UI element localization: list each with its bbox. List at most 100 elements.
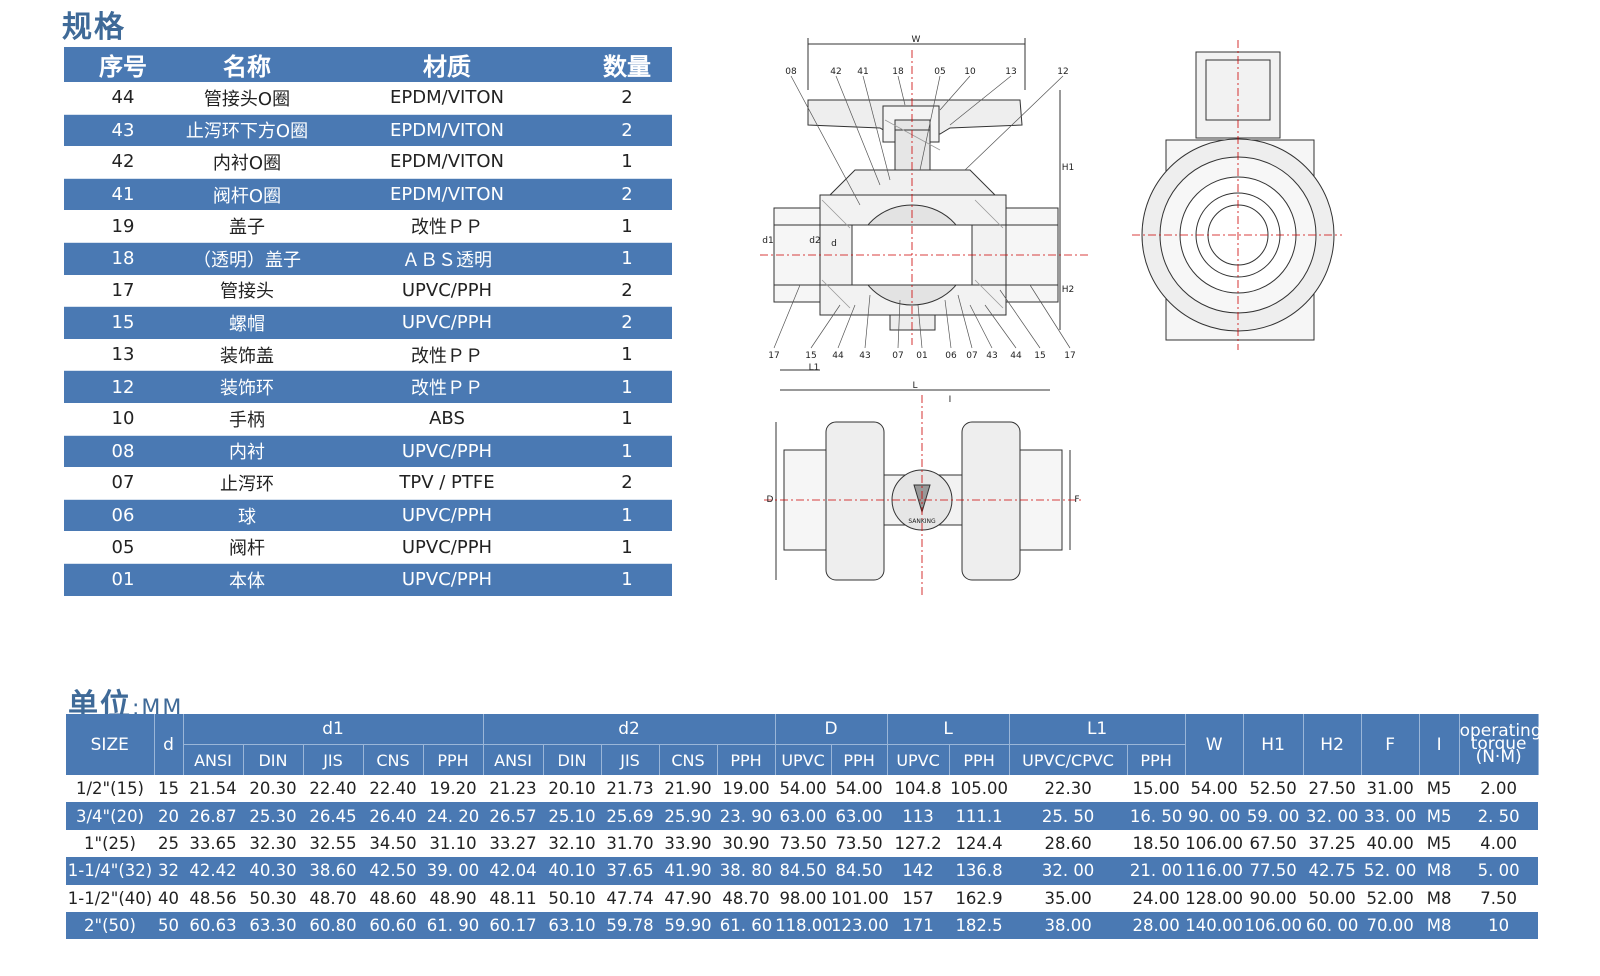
dim-value-cell: 10 [1459, 911, 1539, 940]
D-upvc-header: UPVC [775, 744, 832, 775]
dim-value-cell: 59.78 [601, 911, 660, 940]
dim-value-cell: 25. 50 [1009, 802, 1128, 830]
dim-value-cell: 19.00 [722, 779, 770, 799]
dim-value-cell: 22.30 [1044, 779, 1092, 799]
dim-value-cell: 84.50 [775, 857, 832, 885]
dim-value-cell: 111.1 [949, 802, 1010, 830]
part-no-cell: 41 [64, 178, 182, 211]
ball-valve-top-drawing: D F I SANKING [764, 395, 1084, 595]
dim-value-cell: 32. 00 [1303, 802, 1362, 830]
dim-value-cell: 42.75 [1303, 857, 1362, 885]
dim-value-cell: 59.90 [659, 911, 718, 940]
dim-value-cell: 22.40 [309, 779, 357, 799]
dim-value-cell: 77.50 [1243, 857, 1304, 885]
part-name-cell: 盖子 [182, 210, 312, 243]
dim-value-cell: 42.42 [183, 857, 243, 885]
size-header: SIZE [66, 714, 155, 775]
dim-value-cell: 182.5 [949, 911, 1010, 940]
dim-value-cell: 50.00 [1308, 888, 1356, 908]
dim-d-label: d [831, 239, 837, 249]
d1-cns-header: CNS [363, 744, 424, 775]
dim-value-cell: 5. 00 [1459, 857, 1539, 885]
dim-value-cell: 63.00 [775, 802, 832, 830]
callout-label: 06 [945, 351, 957, 361]
part-material-cell: UPVC/PPH [312, 531, 582, 564]
dim-value-cell: M5 [1426, 779, 1452, 799]
dim-value-cell: 48.56 [189, 888, 237, 908]
dim-value-cell: 39. 00 [423, 857, 484, 885]
D-pph-header: PPH [831, 744, 888, 775]
part-qty-cell: 2 [582, 274, 672, 308]
dim-value-cell: 23. 90 [717, 802, 776, 830]
H1-header: H1 [1243, 714, 1304, 775]
dim-value-cell: 98.00 [779, 888, 827, 908]
dim-value-cell: 21.23 [489, 779, 537, 799]
part-no-cell: 12 [64, 370, 182, 403]
dim-value-cell: 59. 00 [1243, 802, 1304, 830]
dim-value-cell: 25.69 [601, 802, 660, 830]
part-no-cell: 05 [64, 531, 182, 564]
part-material-cell: EPDM/VITON [312, 82, 582, 115]
dim-value-cell: 54.00 [779, 779, 827, 799]
dim-value-cell: M8 [1419, 857, 1460, 885]
dim-value-cell: 123.00 [831, 911, 889, 940]
dim-value-cell: 33.65 [189, 833, 237, 853]
callout-label: 07 [966, 351, 977, 361]
d-header: d [154, 714, 184, 775]
size-cell: 1-1/2"(40) [67, 888, 153, 908]
part-qty-cell: 1 [582, 338, 672, 372]
dim-value-cell: 2.00 [1480, 779, 1517, 799]
dim-value-cell: 4.00 [1480, 833, 1517, 853]
dim-value-cell: 52. 00 [1361, 857, 1420, 885]
L1-pph-header: PPH [1127, 744, 1186, 775]
callout-label: 01 [916, 351, 927, 361]
F-header: F [1361, 714, 1420, 775]
callout-label: 12 [1057, 67, 1068, 77]
dim-value-cell: 48.11 [489, 888, 537, 908]
dim-value-cell: 32.30 [249, 833, 297, 853]
dim-value-cell: 35.00 [1044, 888, 1092, 908]
dim-value-cell: 21.54 [189, 779, 237, 799]
dim-l1-label: L1 [809, 363, 820, 373]
dim-value-cell: 31.10 [429, 833, 477, 853]
dim-value-cell: 70.00 [1361, 911, 1420, 940]
dim-value-cell: 30.90 [722, 833, 770, 853]
part-no-cell: 18 [64, 242, 182, 275]
d2-jis-header: JIS [601, 744, 660, 775]
part-name-cell: 阀杆 [182, 531, 312, 564]
dim-value-cell: 26.45 [303, 802, 363, 830]
part-material-cell: 改性ＰＰ [312, 210, 582, 243]
part-material-cell: UPVC/PPH [312, 499, 582, 532]
dim-value-cell: 60.80 [303, 911, 363, 940]
part-no-cell: 17 [64, 274, 182, 308]
part-name-cell: 装饰环 [182, 370, 312, 403]
dim-value-cell: M5 [1419, 802, 1460, 830]
brand-logo-text: SANKING [908, 518, 936, 525]
d1-pph-header: PPH [423, 744, 484, 775]
dim-value-cell: M8 [1426, 888, 1452, 908]
I-header: I [1419, 714, 1460, 775]
part-no-cell: 44 [64, 82, 182, 115]
part-name-cell: 止泻环下方O圈 [182, 114, 312, 147]
dim-value-cell: 31.70 [606, 833, 654, 853]
col-name-header: 名称 [182, 47, 312, 82]
dim-value-cell: 84.50 [831, 857, 888, 885]
part-no-cell: 08 [64, 435, 182, 468]
part-no-cell: 06 [64, 499, 182, 532]
part-material-cell: TPV / PTFE [312, 467, 582, 500]
dim-value-cell: 37.25 [1308, 833, 1356, 853]
dim-value-cell: 47.74 [606, 888, 654, 908]
part-material-cell: ABS [312, 402, 582, 436]
dim-value-cell: 116.00 [1185, 857, 1244, 885]
dim-value-cell: 142 [887, 857, 950, 885]
callout-label: 43 [986, 351, 997, 361]
dim-value-cell: 47.90 [664, 888, 712, 908]
